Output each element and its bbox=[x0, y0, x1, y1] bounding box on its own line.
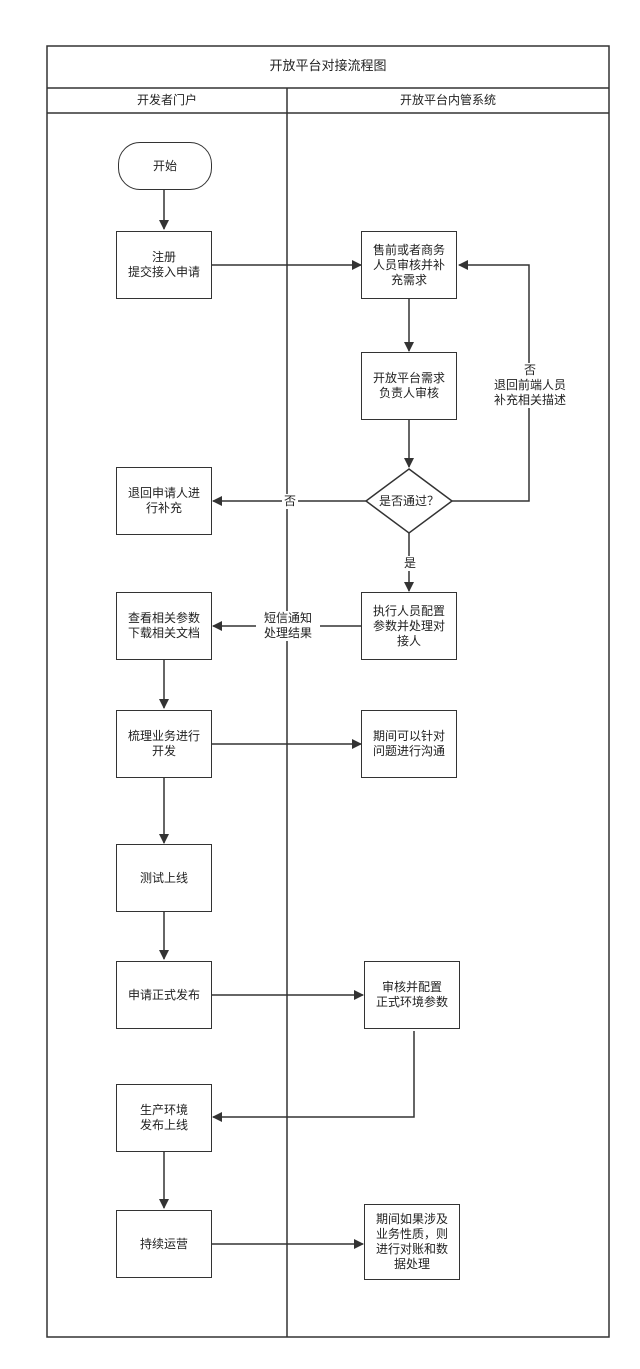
node-apply-release: 申请正式发布 bbox=[116, 961, 212, 1029]
decision-label: 是否通过？ bbox=[378, 494, 439, 508]
lane-header-developer-portal: 开发者门户 bbox=[136, 93, 197, 107]
node-reconcile: 期间如果涉及 业务性质，则 进行对账和数 据处理 bbox=[364, 1204, 460, 1280]
edge-review-prod bbox=[212, 1031, 415, 1122]
edge-label-sms-notify: 短信通知 处理结果 bbox=[256, 611, 320, 641]
diagram-title: 开放平台对接流程图 bbox=[269, 59, 387, 74]
node-start: 开始 bbox=[118, 142, 212, 190]
node-prod-release: 生产环境 发布上线 bbox=[116, 1084, 212, 1152]
edge-label-no: 否 bbox=[282, 494, 298, 509]
node-owner-review: 开放平台需求 负责人审核 bbox=[361, 352, 457, 420]
node-develop: 梳理业务进行 开发 bbox=[116, 710, 212, 778]
node-operate: 持续运营 bbox=[116, 1210, 212, 1278]
node-review-config-prod: 审核并配置 正式环境参数 bbox=[364, 961, 460, 1029]
node-executor-config: 执行人员配置 参数并处理对 接人 bbox=[361, 592, 457, 660]
node-communicate: 期间可以针对 问题进行沟通 bbox=[361, 710, 457, 778]
node-presales-review: 售前或者商务 人员审核并补 充需求 bbox=[361, 231, 457, 299]
node-view-docs: 查看相关参数 下载相关文档 bbox=[116, 592, 212, 660]
node-register: 注册 提交接入申请 bbox=[116, 231, 212, 299]
node-return-applicant: 退回申请人进 行补充 bbox=[116, 467, 212, 535]
diagram-frame bbox=[46, 45, 610, 1338]
edge-label-no-return-presales: 否 退回前端人员 补充相关描述 bbox=[483, 363, 577, 408]
node-test-online: 测试上线 bbox=[116, 844, 212, 912]
edge-label-yes: 是 bbox=[402, 556, 418, 571]
lane-header-internal-system: 开放平台内管系统 bbox=[399, 93, 496, 107]
